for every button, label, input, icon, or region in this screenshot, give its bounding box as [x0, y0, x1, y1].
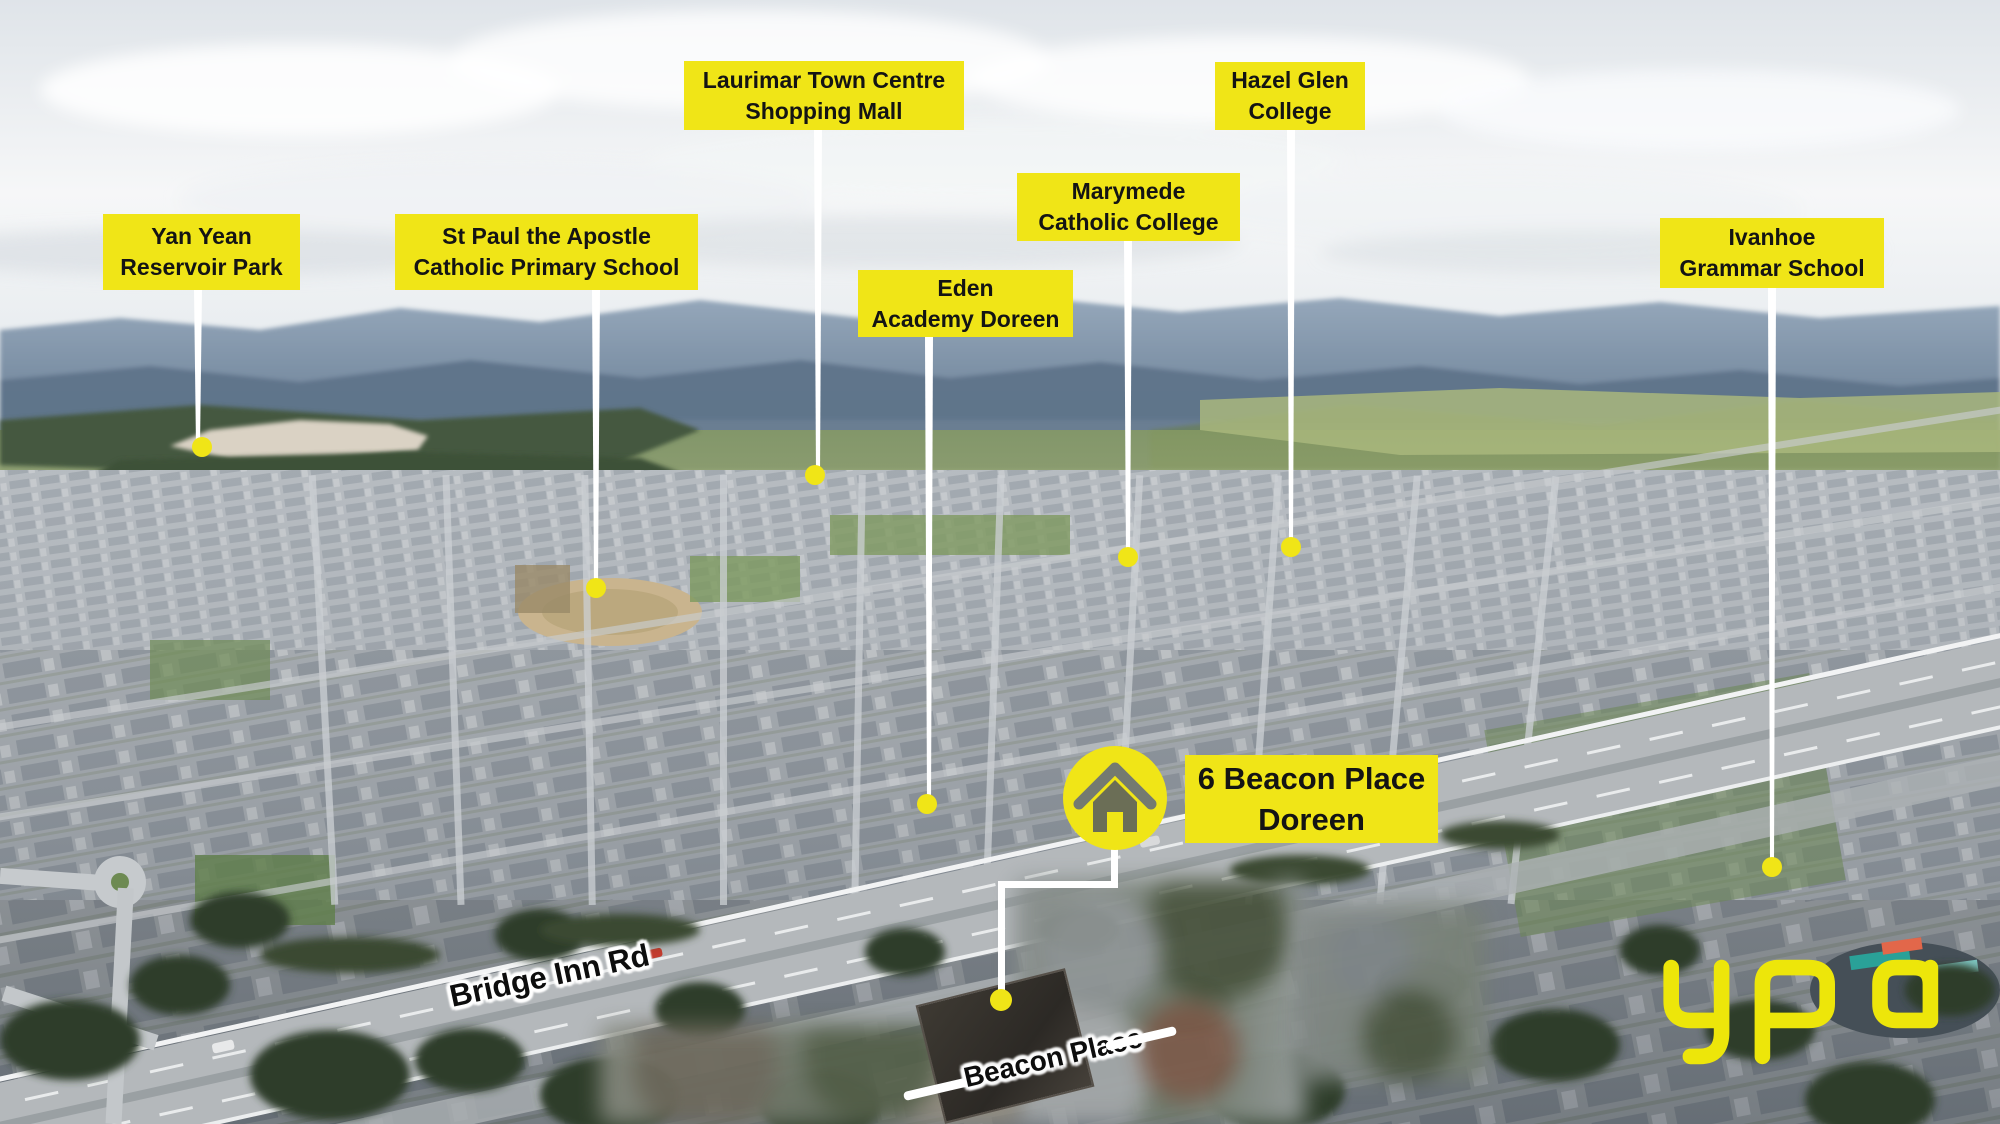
leader-line-ivanhoe — [1768, 287, 1776, 867]
location-dot-marymede — [1118, 547, 1138, 567]
callout-marymede-catholic-college: Marymede Catholic College — [1017, 173, 1240, 241]
marker-leader-horizontal — [1001, 881, 1115, 888]
logo-letter-a — [1872, 959, 1939, 1029]
property-marker — [1063, 746, 1167, 850]
leader-line-eden — [925, 336, 933, 804]
leader-line-yan-yean — [194, 289, 202, 447]
callout-eden-academy-doreen: Eden Academy Doreen — [858, 270, 1073, 337]
location-dot-ivanhoe — [1762, 857, 1782, 877]
logo-letter-p — [1754, 959, 1835, 1065]
callout-hazel-glen-college: Hazel Glen College — [1215, 62, 1365, 130]
location-dot-laurimar — [805, 465, 825, 485]
property-label: 6 Beacon Place Doreen — [1185, 755, 1438, 843]
callout-laurimar-town-centre: Laurimar Town Centre Shopping Mall — [684, 61, 964, 130]
house-icon — [1073, 762, 1157, 832]
location-dot-hazel-glen — [1281, 537, 1301, 557]
marker-leader-vertical-1 — [1111, 846, 1118, 888]
leader-line-marymede — [1124, 240, 1132, 557]
location-dot-eden — [917, 794, 937, 814]
privacy-blur-patch — [1295, 905, 1485, 1080]
location-dot-yan-yean — [192, 437, 212, 457]
marker-leader-vertical-2 — [998, 881, 1005, 1003]
leader-line-st-paul — [592, 289, 600, 588]
callout-st-paul-the-apostle: St Paul the Apostle Catholic Primary Sch… — [395, 214, 698, 290]
leader-line-hazel-glen — [1287, 129, 1295, 547]
ypa-logo: ypa — [1652, 958, 1952, 1071]
callout-yan-yean-reservoir-park: Yan Yean Reservoir Park — [103, 214, 300, 290]
reservoir — [170, 420, 428, 459]
leader-line-laurimar — [814, 129, 822, 475]
location-dot-st-paul — [586, 578, 606, 598]
location-dot-property — [990, 989, 1012, 1011]
logo-letter-y — [1663, 959, 1730, 1065]
callout-ivanhoe-grammar-school: Ivanhoe Grammar School — [1660, 218, 1884, 288]
